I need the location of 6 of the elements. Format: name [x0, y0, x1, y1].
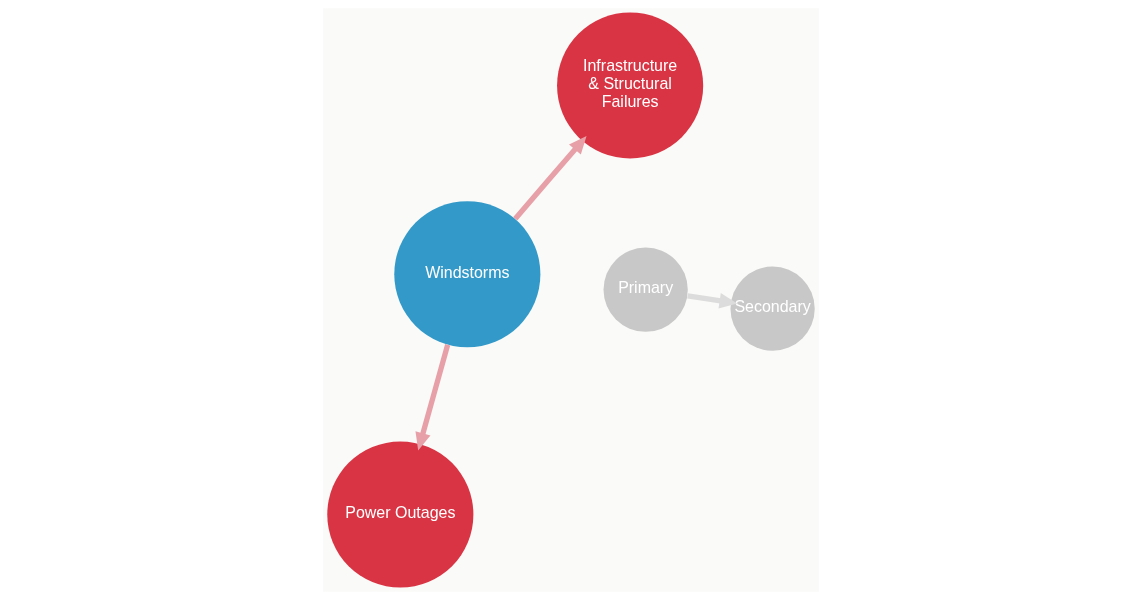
node-circle: Windstorms: [394, 201, 541, 348]
node-circle: Power Outages: [327, 441, 474, 588]
node-circle: Infrastructure & Structural Failures: [557, 12, 704, 159]
arrow: [415, 344, 451, 451]
arrow: [687, 293, 738, 309]
arrow: [513, 135, 587, 221]
